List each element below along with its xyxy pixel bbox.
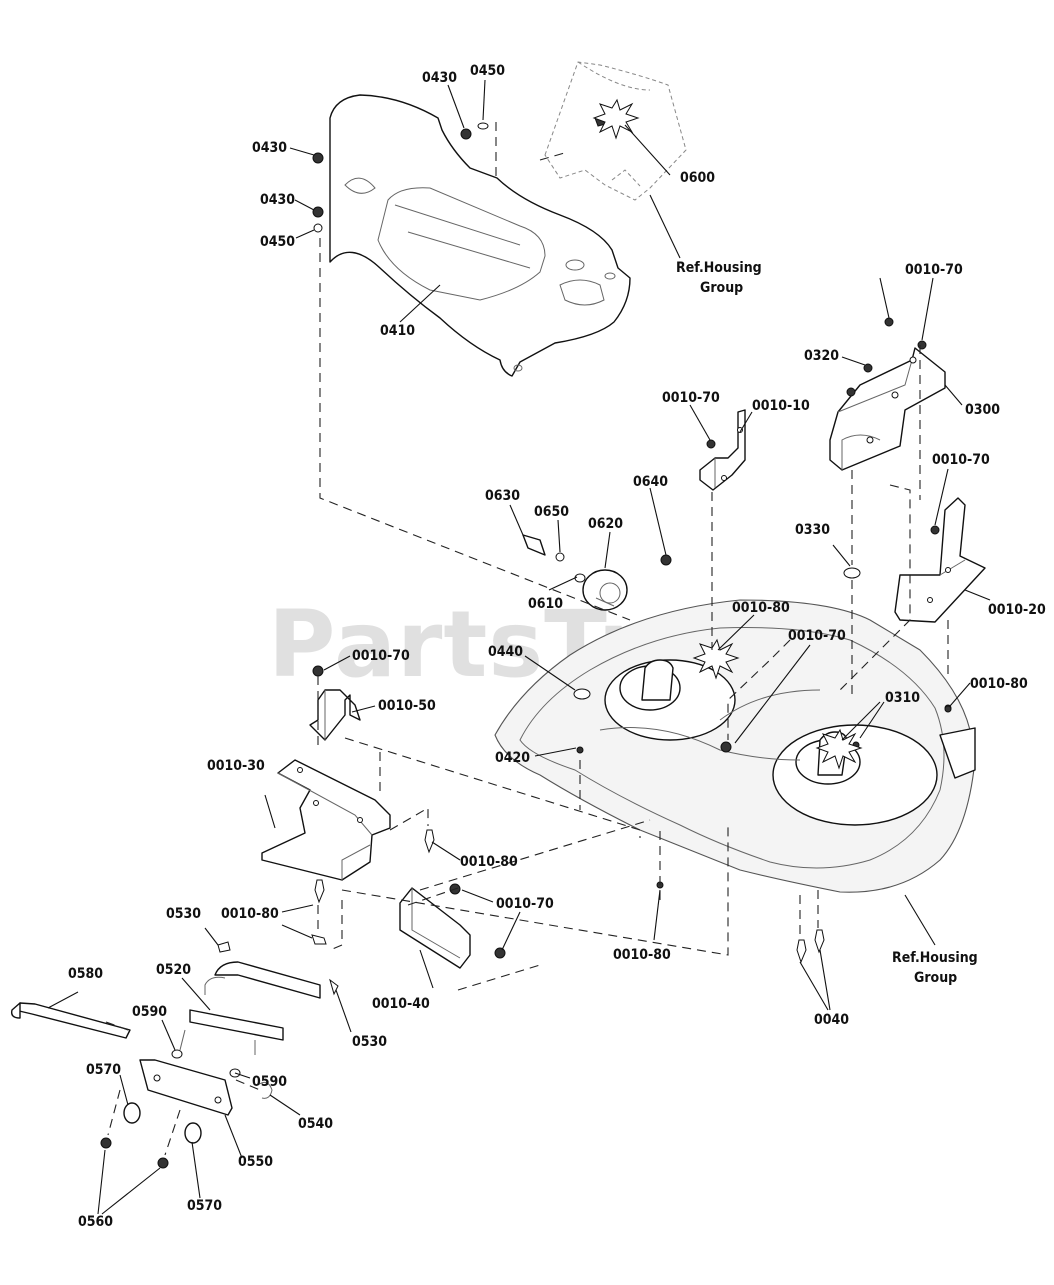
label-0530-bottom: 0530 bbox=[352, 1034, 387, 1050]
label-0010-10: 0010-10 bbox=[752, 398, 810, 414]
bracket-0010-40 bbox=[399, 883, 506, 969]
label-0630: 0630 bbox=[485, 488, 520, 504]
label-0010-70-topright: 0010-70 bbox=[905, 262, 963, 278]
lift-assembly bbox=[10, 941, 339, 1169]
label-0010-40: 0010-40 bbox=[372, 996, 430, 1012]
ref-housing-top-line1: Ref.Housing bbox=[676, 260, 762, 276]
bracket-0010-20 bbox=[894, 497, 986, 623]
label-0300: 0300 bbox=[965, 402, 1000, 418]
label-0450-left: 0450 bbox=[260, 234, 295, 250]
screws-0010-80 bbox=[311, 705, 952, 964]
ref-housing-bottom-line2: Group bbox=[914, 970, 957, 986]
label-0010-20: 0010-20 bbox=[988, 602, 1046, 618]
label-0430-left-2: 0430 bbox=[260, 192, 295, 208]
washer-0330 bbox=[843, 567, 861, 579]
label-0010-30: 0010-30 bbox=[207, 758, 265, 774]
bracket-0010-10 bbox=[699, 409, 746, 491]
label-0650: 0650 bbox=[534, 504, 569, 520]
label-0570-left: 0570 bbox=[86, 1062, 121, 1078]
label-0620: 0620 bbox=[588, 516, 623, 532]
label-0010-70-deck: 0010-70 bbox=[788, 628, 846, 644]
part-labels: 0410 0430 0450 0430 0430 0450 0600 0010-… bbox=[68, 63, 1046, 1230]
label-0010-80-deck: 0010-80 bbox=[732, 600, 790, 616]
label-0010-70-left: 0010-70 bbox=[352, 648, 410, 664]
leader-lines bbox=[47, 79, 991, 1215]
label-0320: 0320 bbox=[804, 348, 839, 364]
starburst-icon bbox=[815, 728, 863, 770]
label-0010-70-mid: 0010-70 bbox=[662, 390, 720, 406]
bracket-0300 bbox=[829, 317, 946, 471]
label-0010-70-bottom: 0010-70 bbox=[496, 896, 554, 912]
label-0560: 0560 bbox=[78, 1214, 113, 1230]
label-0430-left-1: 0430 bbox=[252, 140, 287, 156]
label-0450-top: 0450 bbox=[470, 63, 505, 79]
discharge-chute-0410 bbox=[329, 94, 631, 377]
alignment-lines bbox=[105, 122, 949, 1156]
label-0550: 0550 bbox=[238, 1154, 273, 1170]
label-0420: 0420 bbox=[495, 750, 530, 766]
mower-deck bbox=[494, 599, 976, 893]
label-0010-80-right: 0010-80 bbox=[970, 676, 1028, 692]
label-0540: 0540 bbox=[298, 1116, 333, 1132]
label-0410: 0410 bbox=[380, 323, 415, 339]
label-0010-50: 0010-50 bbox=[378, 698, 436, 714]
label-0520: 0520 bbox=[156, 962, 191, 978]
label-0570-bottom: 0570 bbox=[187, 1198, 222, 1214]
label-0530-top: 0530 bbox=[166, 906, 201, 922]
label-0590-left: 0590 bbox=[132, 1004, 167, 1020]
label-0010-80-mid: 0010-80 bbox=[460, 854, 518, 870]
label-0310: 0310 bbox=[885, 690, 920, 706]
label-0010-80-bottom: 0010-80 bbox=[613, 947, 671, 963]
label-0640: 0640 bbox=[633, 474, 668, 490]
bracket-0010-30 bbox=[261, 759, 391, 881]
starburst-icon bbox=[592, 98, 640, 140]
chute-hardware bbox=[312, 122, 489, 233]
label-0010-80-left: 0010-80 bbox=[221, 906, 279, 922]
label-0430-top: 0430 bbox=[422, 70, 457, 86]
ref-housing-top-line2: Group bbox=[700, 280, 743, 296]
label-0010-70-right: 0010-70 bbox=[932, 452, 990, 468]
label-0580: 0580 bbox=[68, 966, 103, 982]
ref-housing-bottom-line1: Ref.Housing bbox=[892, 950, 978, 966]
label-0440: 0440 bbox=[488, 644, 523, 660]
label-0610: 0610 bbox=[528, 596, 563, 612]
label-0590-right: 0590 bbox=[252, 1074, 287, 1090]
label-0040: 0040 bbox=[814, 1012, 849, 1028]
gauge-wheel-0620 bbox=[522, 534, 672, 611]
ref-labels: Ref.Housing Group Ref.Housing Group bbox=[676, 260, 978, 986]
label-0600: 0600 bbox=[680, 170, 715, 186]
label-0330: 0330 bbox=[795, 522, 830, 538]
starburst-icon bbox=[692, 638, 740, 680]
